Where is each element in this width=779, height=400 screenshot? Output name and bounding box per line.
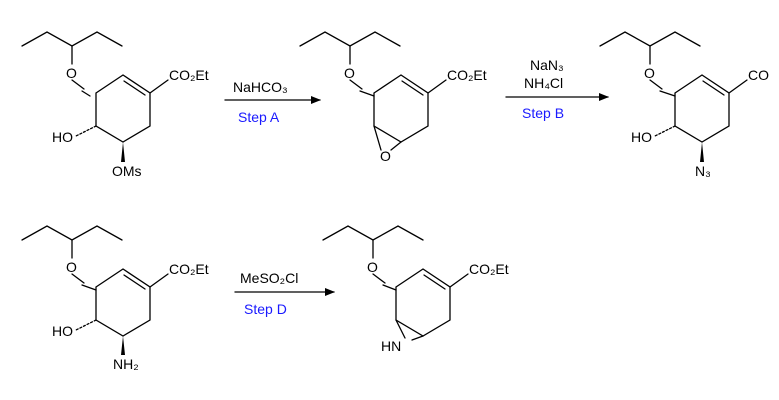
- molecule-1-mesylate: O CO₂Et HO OMs: [21, 31, 209, 179]
- hash-bond: [75, 319, 97, 331]
- hydroxyl-label: HO: [52, 129, 73, 145]
- stereo-bond: [81, 90, 91, 97]
- step-a-label: Step A: [238, 109, 280, 125]
- wedge-bond: [121, 336, 125, 355]
- epoxide-ring: [373, 125, 402, 151]
- reaction-arrow-d: MeSO₂Cl Step D: [234, 270, 335, 317]
- reagent-b2-label: NH₄Cl: [524, 75, 563, 91]
- stereo-bond: [81, 284, 97, 291]
- reagent-d-label: MeSO₂Cl: [240, 270, 298, 286]
- hydroxyl-label: HO: [631, 129, 652, 145]
- ester-label: CO₂Et: [169, 261, 209, 277]
- wedge-bond: [121, 142, 125, 162]
- pentyl-group: [21, 31, 123, 65]
- cyclohexene-ring: [95, 74, 151, 143]
- ester-label: CO₂Et: [469, 261, 509, 277]
- reagent-b1-label: NaN₃: [530, 57, 564, 73]
- wedge-bond: [700, 142, 704, 162]
- epoxide-oxygen-label: O: [380, 148, 391, 164]
- molecule-5-aziridine: O CO₂Et HN: [322, 225, 509, 354]
- hash-bond: [75, 125, 97, 137]
- ester-label: CO₂Et: [447, 67, 487, 83]
- ether-oxygen-label: O: [66, 259, 77, 275]
- ether-oxygen-label: O: [344, 65, 355, 81]
- stereo-bond: [359, 90, 375, 97]
- stereo-bond: [382, 284, 397, 291]
- hash-bond: [654, 125, 676, 137]
- reaction-arrow-b: NaN₃ NH₄Cl Step B: [505, 57, 609, 121]
- reagent-a-label: NaHCO₃: [233, 79, 288, 95]
- cyclohexene-ring: [95, 268, 151, 337]
- aziridine-ring: [395, 319, 424, 341]
- ester-label: CO: [748, 67, 769, 83]
- ether-oxygen-label: O: [367, 259, 378, 275]
- step-b-label: Step B: [522, 105, 564, 121]
- pentyl-group: [21, 225, 123, 259]
- ether-oxygen-label: O: [644, 65, 655, 81]
- molecule-2-epoxide: O CO₂Et O: [299, 31, 487, 164]
- mesylate-label: OMs: [112, 163, 142, 179]
- step-d-label: Step D: [244, 301, 287, 317]
- ester-label: CO₂Et: [169, 67, 209, 83]
- cyclohexene-ring: [395, 268, 451, 337]
- pentyl-group: [599, 31, 701, 65]
- molecule-3-azide: O CO HO N₃: [599, 31, 769, 179]
- cyclohexene-ring: [674, 74, 730, 143]
- azide-label: N₃: [695, 163, 711, 179]
- cyclohexene-ring: [373, 74, 429, 143]
- stereo-bond: [659, 90, 676, 97]
- aziridine-nitrogen-label: HN: [381, 338, 401, 354]
- ether-oxygen-label: O: [66, 65, 77, 81]
- pentyl-group: [299, 31, 401, 65]
- hydroxyl-label: HO: [52, 323, 73, 339]
- amine-label: NH₂: [113, 356, 139, 372]
- reaction-arrow-a: NaHCO₃ Step A: [224, 79, 321, 125]
- pentyl-group: [322, 225, 424, 259]
- molecule-4-amine: O CO₂Et HO NH₂: [21, 225, 209, 372]
